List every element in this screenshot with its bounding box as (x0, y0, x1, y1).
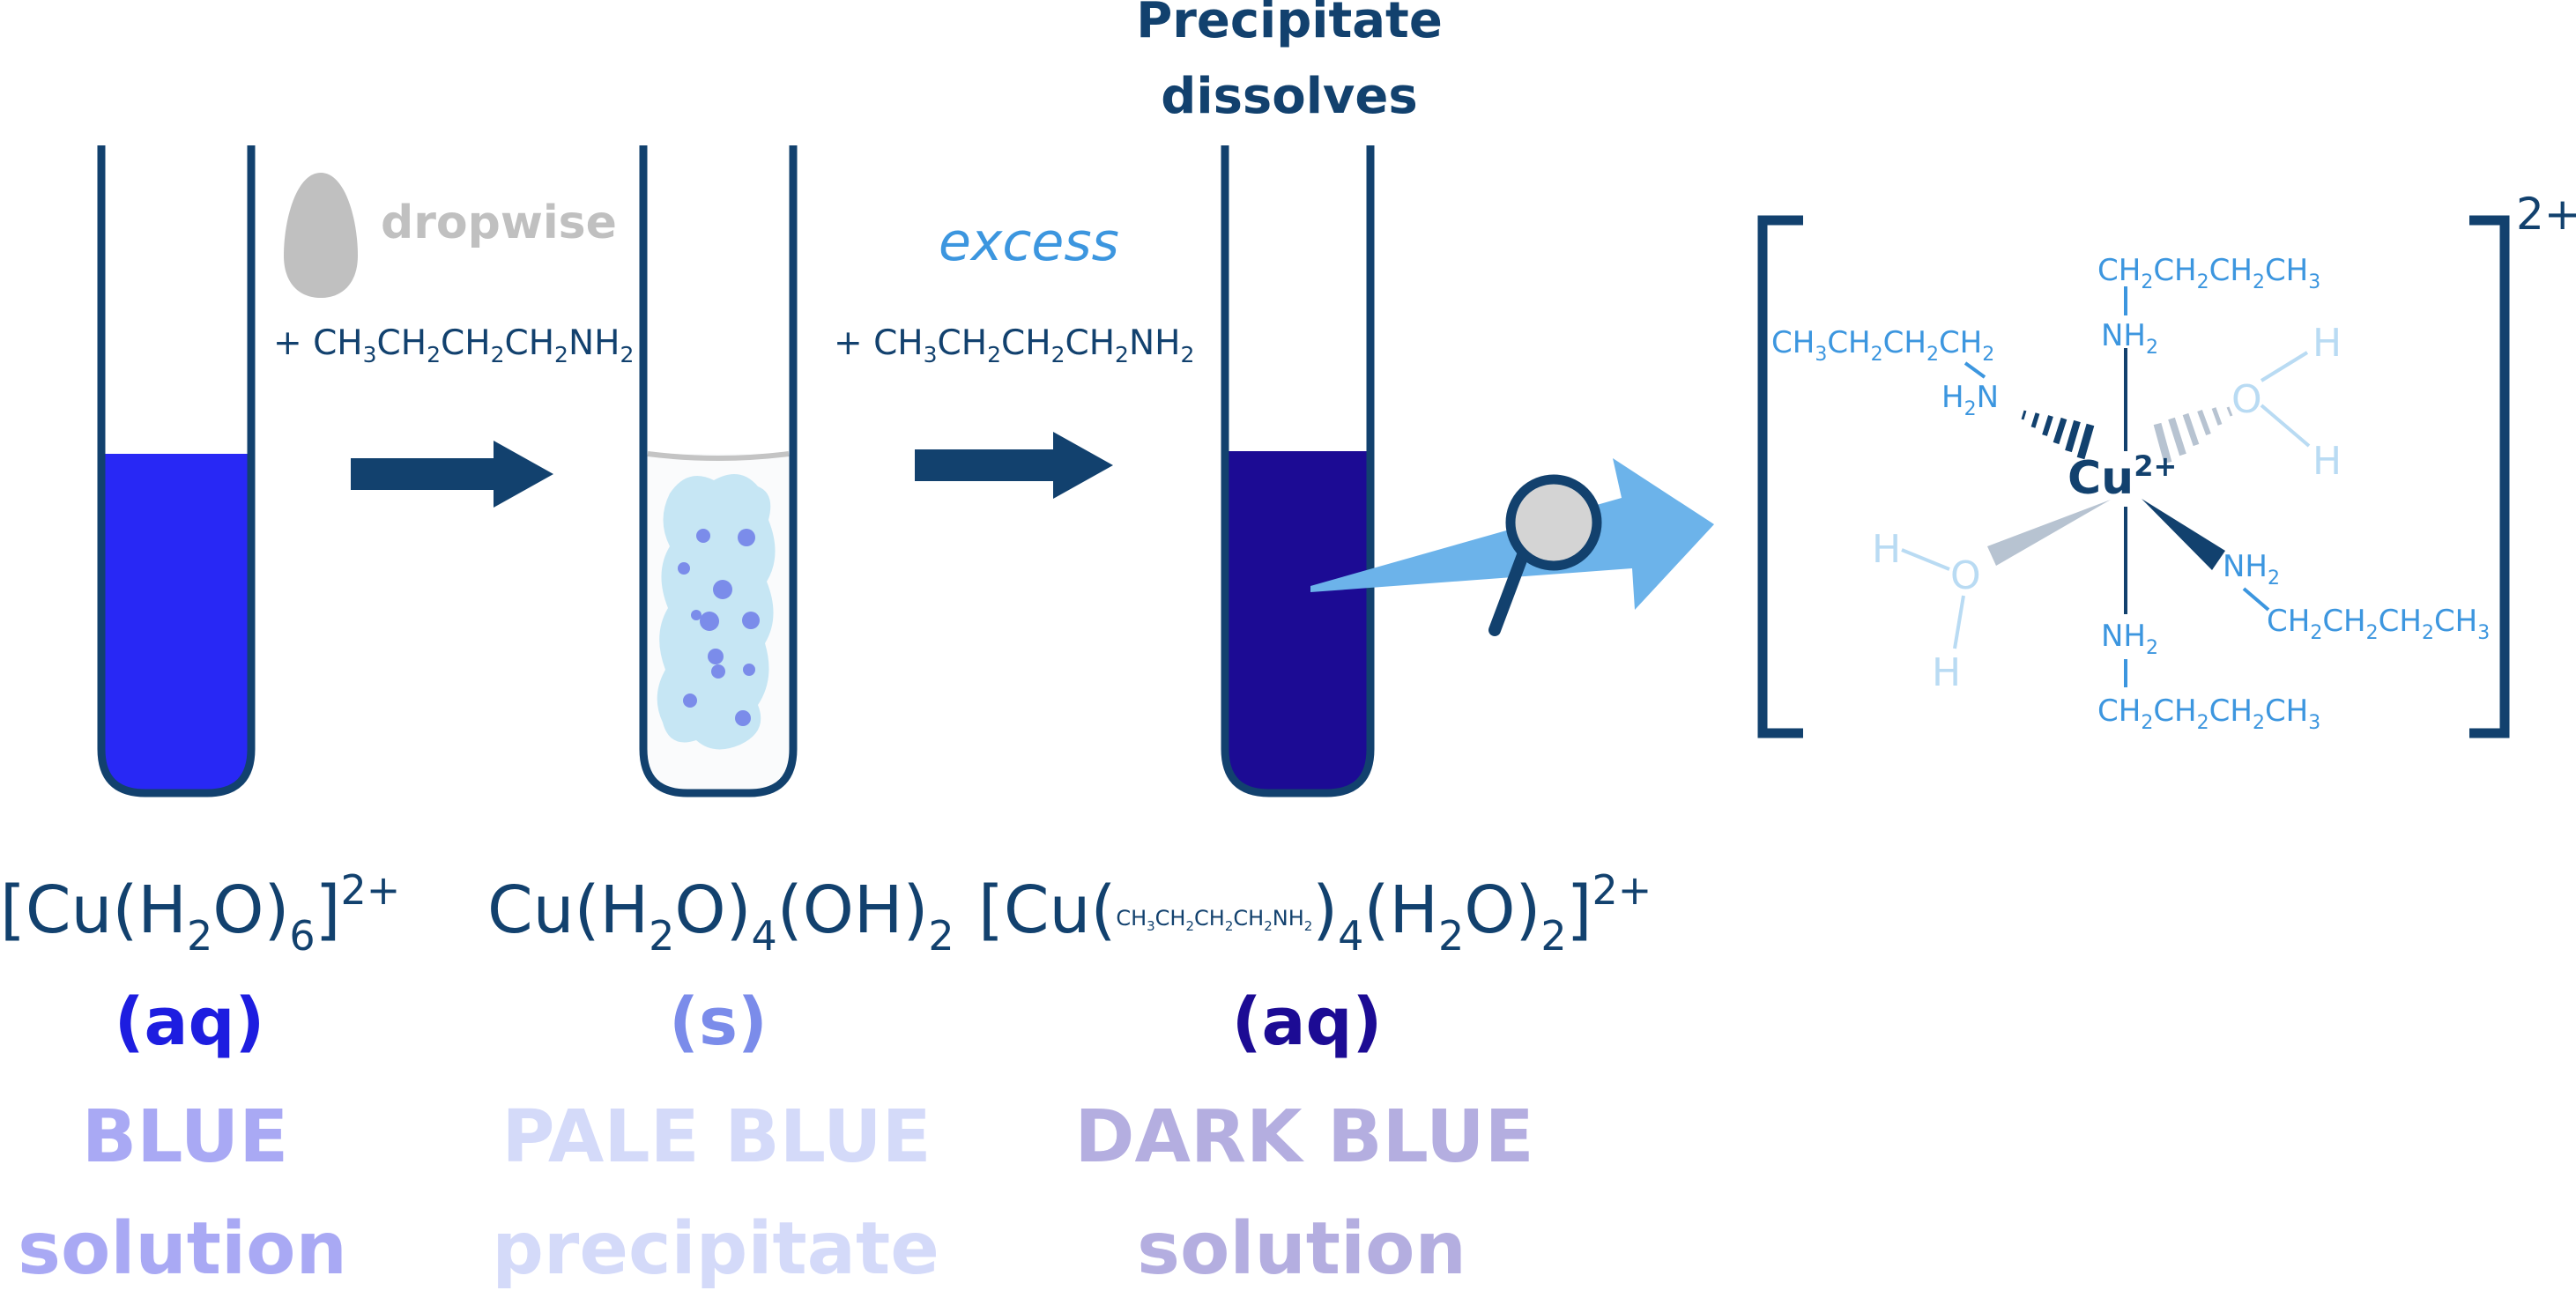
right-bracket (2469, 215, 2510, 738)
svg-text:H: H (2312, 439, 2342, 484)
hashed-bond-water-upper (2153, 406, 2233, 464)
reaction-arrow-2 (915, 432, 1113, 499)
svg-text:H: H (1932, 650, 1961, 695)
copper-center: Cu2+ (2067, 449, 2177, 505)
hashed-bond-left (2021, 410, 2095, 460)
tube-1-state: (aq) (115, 984, 265, 1060)
magnifier-icon (1505, 474, 1602, 571)
left-bracket (1757, 215, 1803, 738)
tube-3-colour-type: solution (1137, 1207, 1466, 1291)
note-line-1: Precipitate (1136, 0, 1443, 49)
meniscus-line (647, 451, 790, 461)
precipitate-particles (678, 529, 760, 726)
test-tube-1-outline (97, 145, 256, 797)
zoom-in-indicator (1310, 458, 1714, 636)
dropper-drop-icon (284, 173, 358, 298)
tube-2-formula: Cu(H2O)4(OH)2 (487, 872, 954, 960)
svg-text:H: H (2312, 321, 2342, 366)
right-ligand-bond (2242, 587, 2270, 612)
top-ligand-nh2: NH2 (2101, 318, 2158, 359)
note-line-2: dissolves (1161, 68, 1417, 125)
left-ligand-nh2: H2N (1941, 380, 1999, 420)
pale-blue-precipitate (657, 473, 776, 750)
left-ligand-chain: CH3CH2CH2CH2 (1771, 325, 1994, 366)
tube-3-formula: [Cu(CH3CH2CH2CH2NH2)4(H2O)2]2+ (978, 866, 1652, 960)
tube-3-state: (aq) (1232, 984, 1383, 1060)
tube-2-colour-type: precipitate (492, 1207, 939, 1291)
right-ligand-chain: CH2CH2CH2CH3 (2267, 604, 2490, 644)
step-2-annotation: excess + CH3CH2CH2CH2NH2 (834, 211, 1194, 499)
svg-text:O: O (1950, 553, 1981, 598)
excess-label: excess (939, 211, 1119, 273)
tube-1-formula: [Cu(H2O)6]2+ (0, 866, 400, 960)
copper-complex-structure: 2+ Cu2+ CH2CH2CH2CH3 (1757, 189, 2576, 738)
step-1-reagent: + CH3CH2CH2CH2NH2 (273, 323, 634, 367)
bottom-ligand-nh2: NH2 (2101, 619, 2158, 659)
bottom-ligand-chain: CH2CH2CH2CH3 (2097, 694, 2320, 734)
svg-text:H: H (1872, 527, 1901, 572)
test-tube-3 (1221, 145, 1375, 797)
tube-2-colour: PALE BLUE (501, 1095, 931, 1179)
precipitate-dissolves-note: Precipitate dissolves (1136, 0, 1443, 125)
magnifier-handle (1488, 549, 1529, 636)
test-tube-2-outline (639, 145, 798, 797)
test-tube-2 (639, 145, 798, 797)
blue-solution-liquid (101, 454, 251, 793)
dark-blue-solution-liquid (1225, 451, 1370, 793)
tube-3-colour: DARK BLUE (1074, 1095, 1533, 1179)
dropwise-label: dropwise (381, 197, 617, 249)
top-ligand-chain: CH2CH2CH2CH3 (2097, 253, 2320, 293)
step-1-annotation: dropwise + CH3CH2CH2CH2NH2 (273, 173, 634, 508)
right-ligand-nh2: NH2 (2223, 549, 2280, 590)
tube-2-state: (s) (669, 984, 768, 1060)
reaction-arrow-1 (351, 441, 553, 508)
svg-text:O: O (2231, 377, 2262, 422)
left-ligand-bond (1964, 361, 1986, 379)
wedge-bond-water-lower (1987, 500, 2111, 566)
test-tube-1 (97, 145, 256, 797)
test-tube-3-outline (1221, 145, 1375, 797)
tube-1-colour: BLUE (82, 1095, 288, 1179)
step-2-reagent: + CH3CH2CH2CH2NH2 (834, 323, 1194, 367)
water-ligand-upper: O H H (2231, 321, 2342, 484)
water-ligand-lower: O H H (1872, 527, 1981, 695)
complex-charge: 2+ (2516, 189, 2576, 240)
tube-1-colour-type: solution (18, 1207, 347, 1291)
wedge-bond-right (2142, 499, 2225, 570)
